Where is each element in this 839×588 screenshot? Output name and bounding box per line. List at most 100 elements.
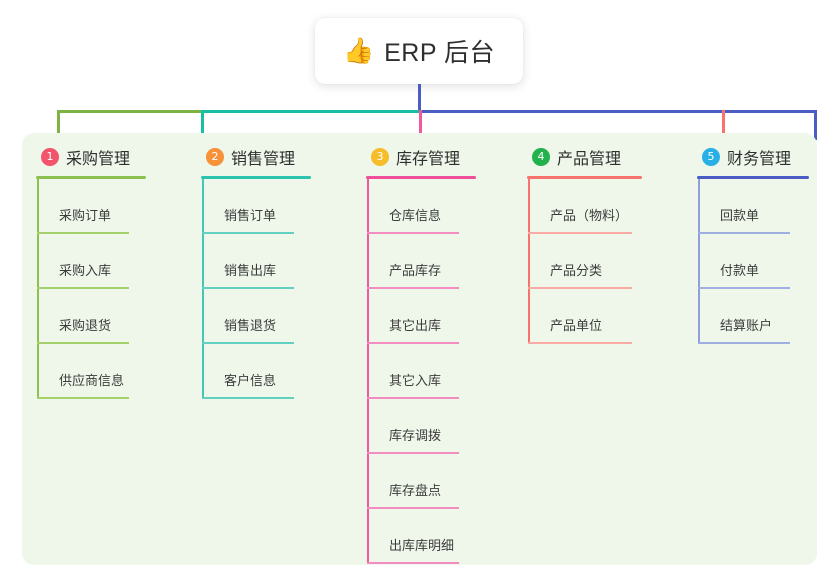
connector-drop-branch-1 [57,110,60,140]
leaf-item[interactable]: 库存盘点 [367,454,526,509]
leaf-label: 其它入库 [389,373,442,388]
branch-header-1[interactable]: 1 采购管理 [36,145,196,169]
connector-drop-branch-4 [722,110,725,140]
leaf-label: 采购退货 [59,318,112,333]
branch-badge-3: 3 [371,148,389,166]
leaf-label: 结算账户 [720,318,773,333]
connector-spine-2 [202,179,204,399]
leaf-underline [202,342,294,344]
root-title: ERP 后台 [384,39,496,67]
leaf-item[interactable]: 库存调拨 [367,399,526,454]
branch-title-4: 产品管理 [557,151,622,168]
leaf-underline [528,287,632,289]
leaf-item[interactable]: 供应商信息 [37,344,196,399]
leaf-label: 销售订单 [224,208,277,223]
root-node[interactable]: 👍 ERP 后台 [315,18,523,84]
leaf-label: 回款单 [720,208,760,223]
leaf-underline [698,287,790,289]
leaf-underline [367,562,459,564]
connector-bus-blue [419,110,722,113]
leaf-item[interactable]: 采购入库 [37,234,196,289]
leaf-item[interactable]: 其它出库 [367,289,526,344]
leaf-item[interactable]: 结算账户 [698,289,837,344]
leaf-label: 销售退货 [224,318,277,333]
leaf-underline [202,287,294,289]
leaf-label: 客户信息 [224,373,277,388]
branch-title-1: 采购管理 [66,151,131,168]
branch-underline-4 [527,176,642,179]
leaf-underline [202,397,294,399]
branch-badge-1: 1 [41,148,59,166]
leaf-label: 库存盘点 [389,483,442,498]
leaf-label: 付款单 [720,263,760,278]
branch-leaf-list-2: 销售订单销售出库销售退货客户信息 [202,179,361,399]
leaf-item[interactable]: 销售退货 [202,289,361,344]
leaf-item[interactable]: 客户信息 [202,344,361,399]
branch-badge-2: 2 [206,148,224,166]
leaf-underline [528,232,632,234]
leaf-label: 其它出库 [389,318,442,333]
leaf-item[interactable]: 采购订单 [37,179,196,234]
thumbs-up-icon: 👍 [342,36,375,65]
leaf-underline [37,397,129,399]
leaf-underline [37,232,129,234]
branch-leaf-list-5: 回款单付款单结算账户 [698,179,837,344]
leaf-item[interactable]: 销售订单 [202,179,361,234]
leaf-label: 产品单位 [550,318,603,333]
branch-leaf-list-4: 产品（物料） 产品分类产品单位 [528,179,692,344]
connector-bus-teal [201,110,419,113]
leaf-label: 采购入库 [59,263,112,278]
branch-badge-4: 4 [532,148,550,166]
connector-drop-branch-5 [814,110,817,140]
connector-drop-branch-3 [419,110,422,140]
leaf-label: 仓库信息 [389,208,442,223]
leaf-item[interactable]: 产品库存 [367,234,526,289]
branch-column-1: 1 采购管理采购订单采购入库采购退货供应商信息 [36,145,196,399]
leaf-underline [367,287,459,289]
leaf-label: 产品库存 [389,263,442,278]
leaf-label: 产品（物料） [550,208,629,223]
leaf-item[interactable]: 出库库明细 [367,509,526,564]
leaf-item[interactable]: 产品单位 [528,289,692,344]
branch-title-3: 库存管理 [396,151,461,168]
leaf-underline [202,232,294,234]
leaf-label: 出库库明细 [389,538,455,553]
leaf-item[interactable]: 付款单 [698,234,837,289]
leaf-label: 产品分类 [550,263,603,278]
connector-spine-1 [37,179,39,399]
leaf-underline [367,342,459,344]
leaf-item[interactable]: 采购退货 [37,289,196,344]
branch-column-2: 2 销售管理销售订单销售出库销售退货客户信息 [201,145,361,399]
branch-badge-5: 5 [702,148,720,166]
connector-bus-blue-right [722,110,817,113]
leaf-underline [367,507,459,509]
leaf-item[interactable]: 销售出库 [202,234,361,289]
branch-title-5: 财务管理 [727,151,792,168]
branch-header-3[interactable]: 3 库存管理 [366,145,526,169]
leaf-underline [37,287,129,289]
leaf-item[interactable]: 仓库信息 [367,179,526,234]
branch-leaf-list-3: 仓库信息产品库存其它出库其它入库库存调拨库存盘点出库库明细 [367,179,526,564]
leaf-underline [698,232,790,234]
leaf-item[interactable]: 回款单 [698,179,837,234]
leaf-item[interactable]: 其它入库 [367,344,526,399]
leaf-label: 销售出库 [224,263,277,278]
connector-spine-5 [698,179,700,344]
connector-drop-branch-2 [201,110,204,140]
leaf-label: 采购订单 [59,208,112,223]
branch-header-2[interactable]: 2 销售管理 [201,145,361,169]
branch-underline-5 [697,176,809,179]
leaf-underline [698,342,790,344]
leaf-item[interactable]: 产品分类 [528,234,692,289]
branches-panel [22,133,817,565]
branch-title-2: 销售管理 [231,151,296,168]
connector-spine-4 [528,179,530,344]
leaf-item[interactable]: 产品（物料） [528,179,692,234]
connector-spine-3 [367,179,369,564]
branch-header-5[interactable]: 5 财务管理 [697,145,837,169]
leaf-underline [367,452,459,454]
branch-underline-3 [366,176,476,179]
branch-underline-2 [201,176,311,179]
branch-header-4[interactable]: 4 产品管理 [527,145,692,169]
leaf-underline [367,397,459,399]
